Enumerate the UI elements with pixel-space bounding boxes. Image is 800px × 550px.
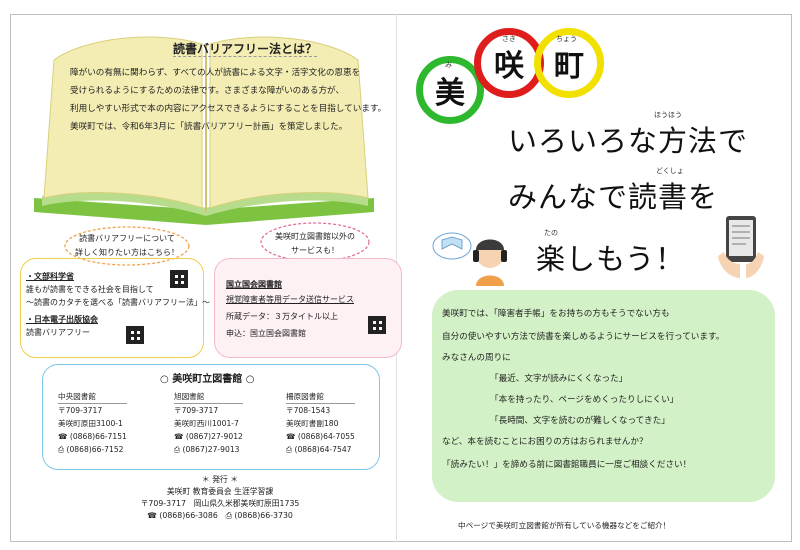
fax-icon: ⎙ (225, 511, 232, 520)
phone-icon: ☎ (174, 432, 184, 441)
logo-ruby: み (445, 61, 452, 69)
fax-icon: ⎙ (58, 445, 65, 454)
book-line: 美咲町では、令和6年3月に「読書バリアフリー計画」を策定しました。 (70, 122, 348, 132)
publisher-footer: ＊ 発行 ＊ 美咲町 教育委員会 生涯学習課 〒709-3717 岡山県久米郡美… (140, 475, 300, 520)
bottom-note: 中ページで美咲町立図書館が所有している機器などをご紹介！ (458, 521, 671, 530)
phone-icon: ☎ (286, 432, 296, 441)
service-info-text: 美咲町では、「障害者手帳」をお持ちの方もそうでない方も 自分の使いやすい方法で読… (442, 309, 725, 470)
links-card-content: ・文部科学省 誰もが読書をできる社会を目指して ～読書のカタチを選べる「読書バリ… (26, 272, 210, 337)
open-book-illustration (34, 36, 374, 225)
branch-central: 中央図書館 〒709-3717 美咲町原田3100-1 ☎ (0868)66-7… (58, 392, 127, 454)
heading-ruby: どくしょ (656, 167, 684, 175)
logo-ruby: さき (502, 35, 516, 43)
book-line: 障がいの有無に関わらず、すべての人が読書による文字・活字文化の恩恵を (70, 68, 361, 78)
qr-code-ndl[interactable] (368, 316, 386, 334)
heading-ruby: ほうほう (654, 111, 682, 119)
qr-code-jepa[interactable] (126, 326, 144, 344)
book-title: 読書バリアフリー法とは？ (172, 42, 317, 57)
logo-ruby: ちょう (556, 35, 577, 43)
audiobook-listener-illustration (432, 232, 507, 286)
cloud-right-text: 美咲町立図書館以外のサービスも！ (275, 232, 355, 255)
book-line: 利用しやすい形式で本の内容にアクセスできるようにすることを目指しています。 (70, 104, 387, 114)
link-mext[interactable]: ・文部科学省 (26, 272, 74, 281)
fax-icon: ⎙ (174, 445, 181, 454)
library-title: ○ 美咲町立図書館 ○ (160, 374, 255, 385)
qr-code-mext[interactable] (170, 270, 188, 288)
heading-3: 楽しもう！ (536, 242, 686, 276)
book-line: 受けられるようにするための法律です。さまざまな障がいのある方が、 (70, 86, 345, 96)
logo-circle-mi: 美 (416, 56, 484, 124)
ndl-card-content: 国立国会図書館 視覚障害者等用データ送信サービス 所蔵データ：３万タイトル以上 … (226, 280, 354, 338)
ereader-hands-illustration (718, 216, 764, 278)
branch-yanahara: 柵原図書館 〒708-1543 美咲町書副180 ☎ (0868)64-7055… (286, 392, 355, 454)
logo-circle-cho: 町 (534, 28, 604, 98)
library-info-box (42, 364, 380, 470)
cloud-left-text: 読書バリアフリーについて詳しく知りたい方はこちら！ (75, 234, 179, 257)
book-body: 障がいの有無に関わらず、すべての人が読書による文字・活字文化の恩恵を 受けられる… (70, 64, 387, 136)
heading-1: いろいろな方法で (508, 124, 749, 158)
phone-icon: ☎ (147, 511, 157, 520)
links-card (20, 258, 204, 358)
branch-asahi: 旭図書館 〒709-3717 美咲町西川1001-7 ☎ (0867)27-90… (174, 392, 243, 454)
service-info-box (432, 290, 775, 502)
fax-icon: ⎙ (286, 445, 293, 454)
link-jepa[interactable]: ・日本電子出版協会 (26, 315, 98, 324)
page-frame (10, 14, 792, 542)
phone-icon: ☎ (58, 432, 68, 441)
cloud-left (64, 226, 190, 266)
ndl-card (214, 258, 402, 358)
heading-2: みんなで読書を (508, 180, 719, 214)
heading-ruby: たの (544, 229, 558, 237)
